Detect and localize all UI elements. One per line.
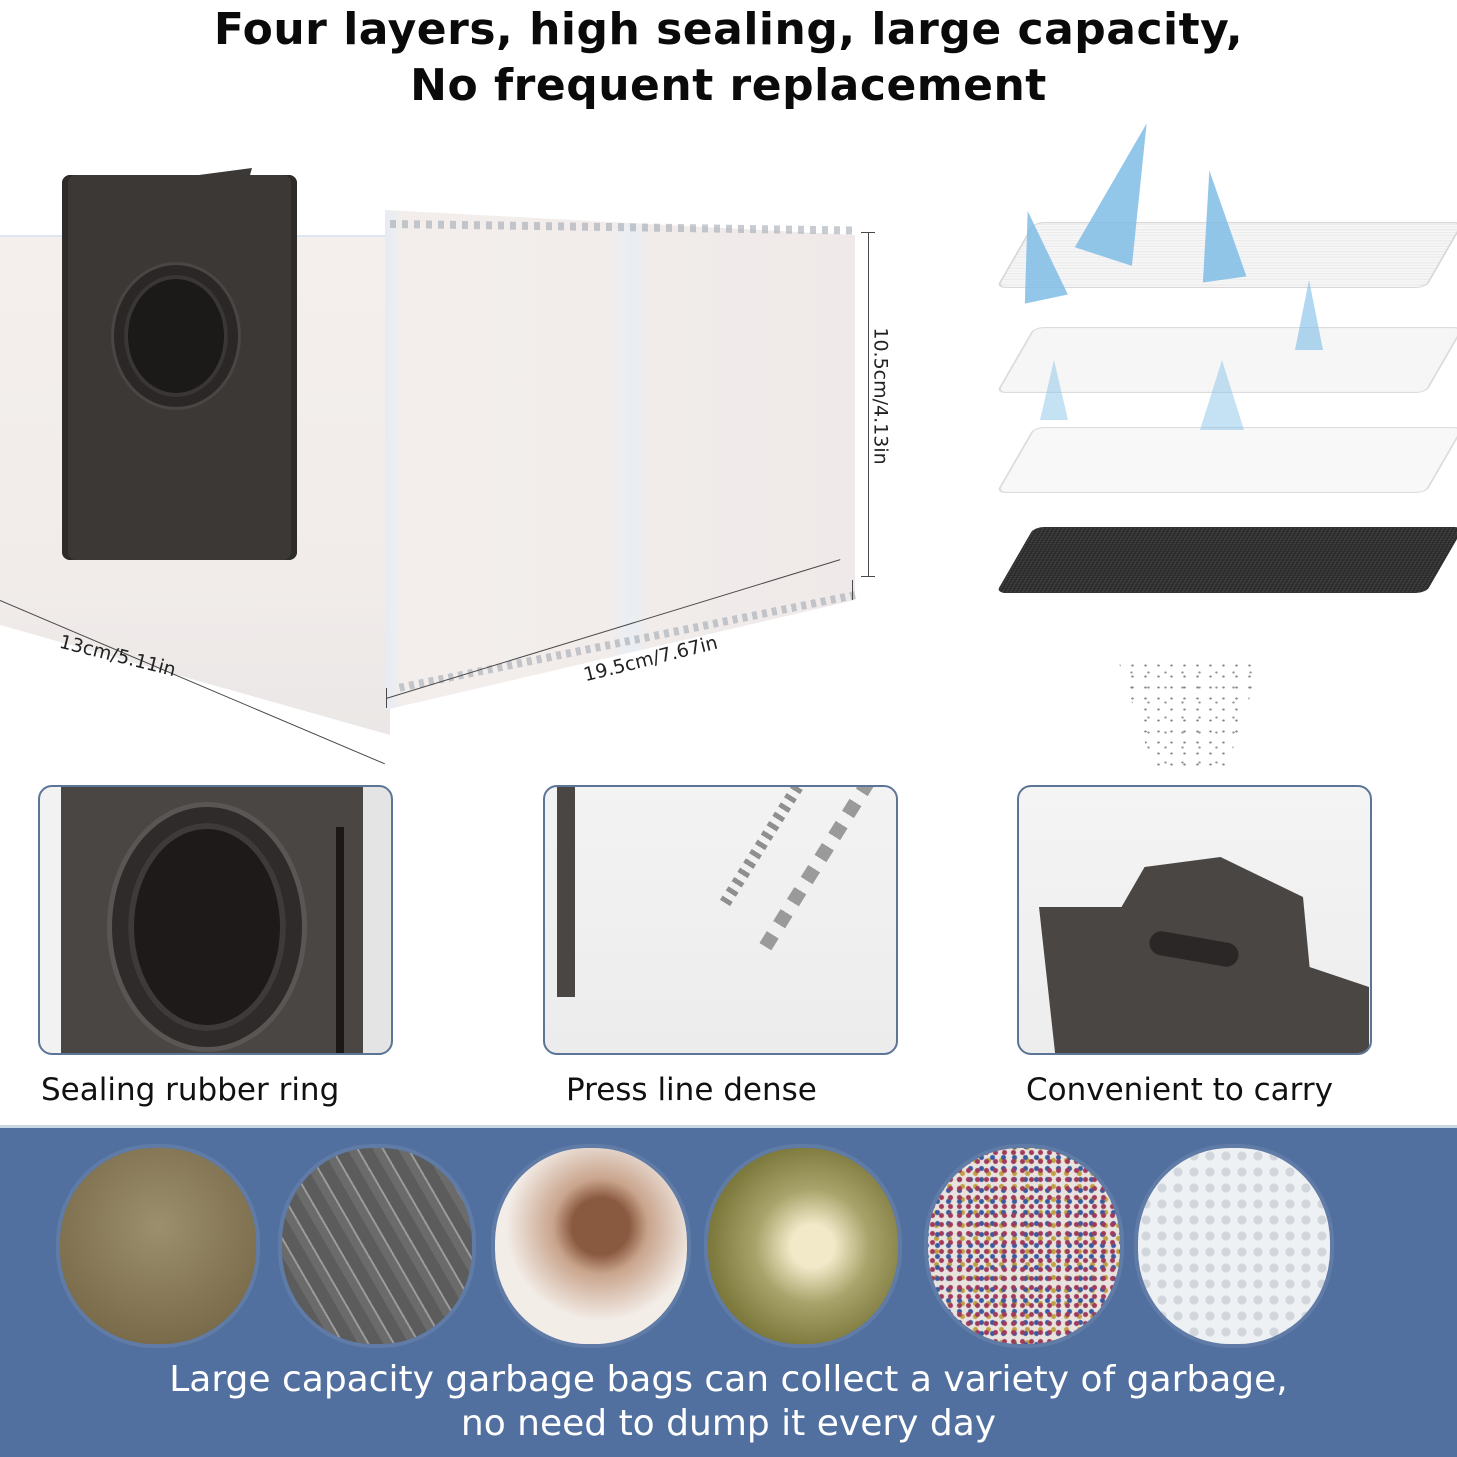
airflow-arrow-icon — [1040, 360, 1068, 420]
rubber-ring-icon — [112, 807, 302, 1047]
collar-edge — [336, 827, 344, 1053]
collar-edge — [557, 787, 575, 997]
feature-sealing-ring: Sealing rubber ring — [38, 785, 393, 1108]
feature-label-press-line: Press line dense — [566, 1072, 817, 1108]
airflow-arrow-icon — [1295, 280, 1323, 350]
feature-label-convenient-carry: Convenient to carry — [1026, 1072, 1333, 1108]
feature-convenient-carry: Convenient to carry — [1017, 785, 1372, 1108]
width-dimension-cap-left — [386, 688, 387, 708]
feature-label-sealing-ring: Sealing rubber ring — [41, 1072, 340, 1108]
sealing-ring-icon — [114, 265, 238, 407]
filter-layer-4-black — [995, 527, 1457, 593]
headline: Four layers, high sealing, large capacit… — [0, 0, 1457, 125]
airflow-arrow-icon — [1006, 206, 1068, 304]
height-dimension-cap-top — [861, 232, 875, 233]
airflow-arrow-icon — [1200, 360, 1244, 430]
garbage-granules-image — [1138, 1148, 1330, 1344]
bag-front-face — [385, 210, 855, 710]
garbage-pollen-image — [708, 1148, 898, 1344]
height-dimension-label: 10.5cm/4.13in — [869, 327, 892, 465]
feature-image-press-line — [543, 785, 898, 1055]
garbage-dust-image — [60, 1148, 256, 1344]
filter-layer-3 — [995, 427, 1457, 493]
feature-image-sealing-ring — [38, 785, 393, 1055]
width-dimension-cap-right — [852, 580, 853, 600]
height-dimension-line — [868, 232, 869, 577]
garbage-hair-image — [495, 1148, 687, 1344]
headline-line-1: Four layers, high sealing, large capacit… — [213, 4, 1244, 55]
band-caption-line-2: no need to dump it every day — [460, 1403, 997, 1444]
band-caption-line-1: Large capacity garbage bags can collect … — [169, 1359, 1288, 1400]
feature-image-convenient-carry — [1017, 785, 1372, 1055]
height-dimension-cap-bottom — [861, 576, 875, 577]
garbage-glass-image — [282, 1148, 472, 1344]
four-layer-filter-illustration — [930, 110, 1457, 770]
headline-line-2: No frequent replacement — [410, 60, 1047, 111]
product-illustration: 10.5cm/4.13in 13cm/5.11in 19.5cm/7.67in — [0, 120, 930, 765]
garbage-confetti-image — [928, 1148, 1120, 1344]
feature-press-line: Press line dense — [543, 785, 898, 1108]
